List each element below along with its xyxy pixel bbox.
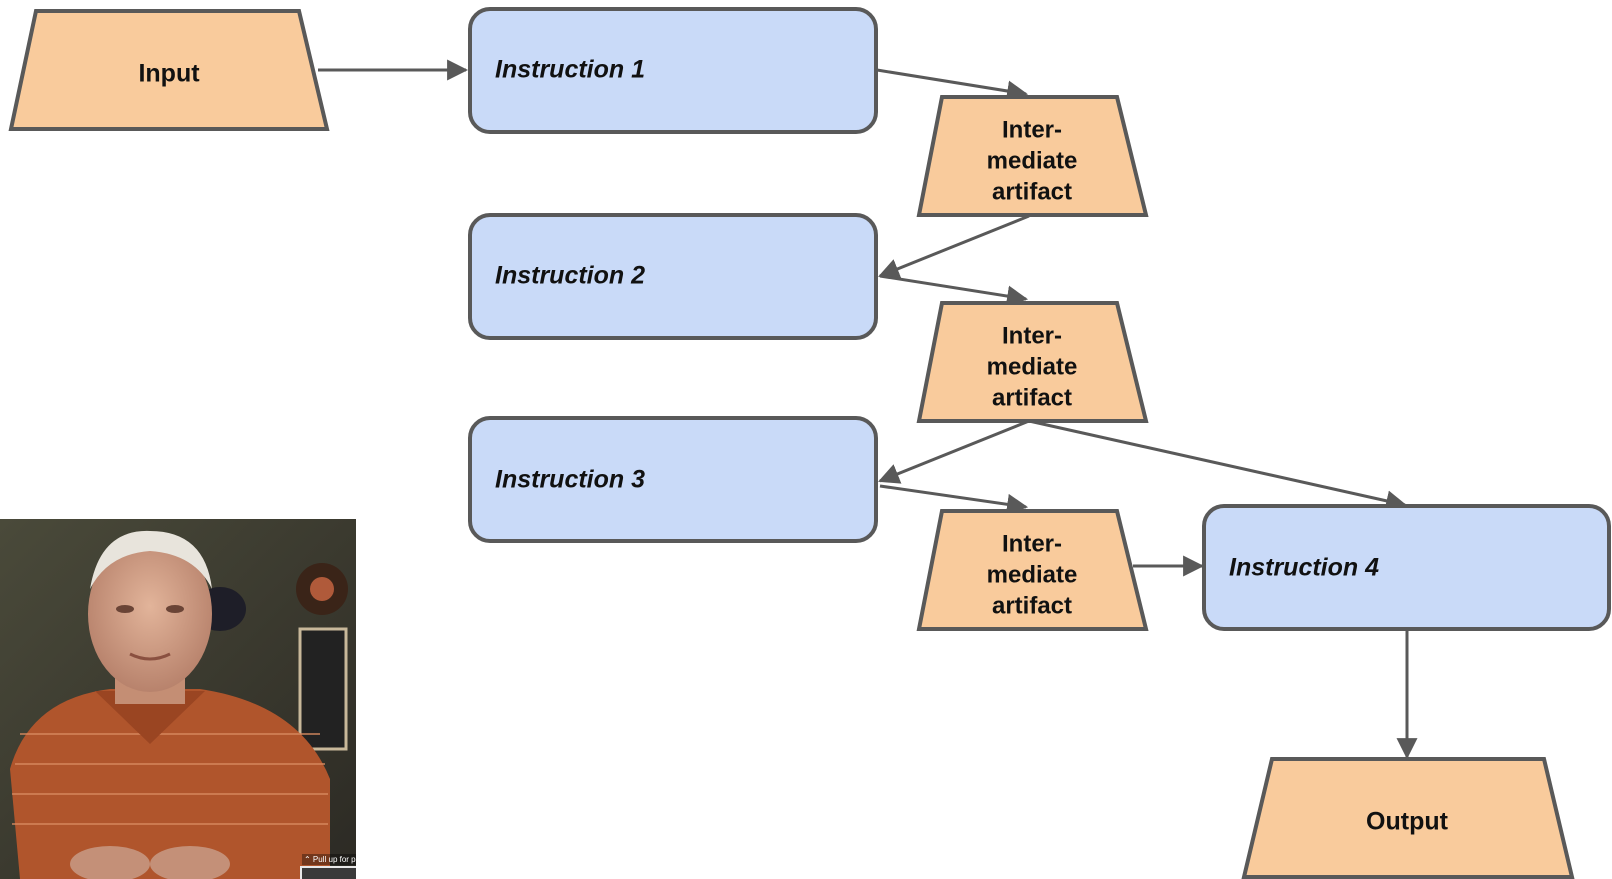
arrow-artifact-2-to-instruction-4 <box>1028 419 1408 512</box>
input-node: Input <box>8 9 330 131</box>
instruction-2-label: Instruction 2 <box>495 262 645 290</box>
intermediate-artifact-1-node: Inter- mediate artifact <box>916 95 1149 217</box>
output-node: Output <box>1241 757 1575 879</box>
arrow-instruction-1-to-artifact-1 <box>876 68 1029 102</box>
instruction-1-label: Instruction 1 <box>495 56 645 84</box>
intermediate-artifact-3-line-3: artifact <box>992 592 1072 619</box>
arrow-instruction-3-to-artifact-3 <box>879 484 1029 515</box>
intermediate-artifact-2-line-1: Inter- <box>1002 322 1062 349</box>
arrow-instruction-2-to-artifact-2 <box>879 274 1029 307</box>
arrow-artifact-2-to-instruction-3 <box>878 419 1030 484</box>
intermediate-artifact-2-line-3: artifact <box>992 384 1072 411</box>
video-thumbnail[interactable]: ⌃ Pull up for p <box>0 519 356 879</box>
intermediate-artifact-2-node: Inter- mediate artifact <box>916 301 1149 423</box>
instruction-1-node: Instruction 1 <box>468 7 878 134</box>
intermediate-artifact-1-line-2: mediate <box>987 147 1078 174</box>
intermediate-artifact-1-line-3: artifact <box>992 178 1072 205</box>
input-label: Input <box>138 60 200 88</box>
instruction-4-label: Instruction 4 <box>1229 554 1379 582</box>
arrow-artifact-1-to-instruction-2 <box>878 214 1030 279</box>
intermediate-artifact-3-line-1: Inter- <box>1002 530 1062 557</box>
instruction-3-node: Instruction 3 <box>468 416 878 543</box>
instruction-2-node: Instruction 2 <box>468 213 878 340</box>
instruction-4-node: Instruction 4 <box>1202 504 1611 631</box>
intermediate-artifact-2-line-2: mediate <box>987 353 1078 380</box>
video-frame-image <box>0 519 356 879</box>
intermediate-artifact-3-line-2: mediate <box>987 561 1078 588</box>
mini-thumbnail[interactable] <box>300 866 356 879</box>
intermediate-artifact-1-line-1: Inter- <box>1002 116 1062 143</box>
pull-up-hint[interactable]: ⌃ Pull up for p <box>302 854 356 865</box>
instruction-3-label: Instruction 3 <box>495 466 645 494</box>
output-label: Output <box>1366 808 1449 836</box>
intermediate-artifact-3-node: Inter- mediate artifact <box>916 509 1149 631</box>
